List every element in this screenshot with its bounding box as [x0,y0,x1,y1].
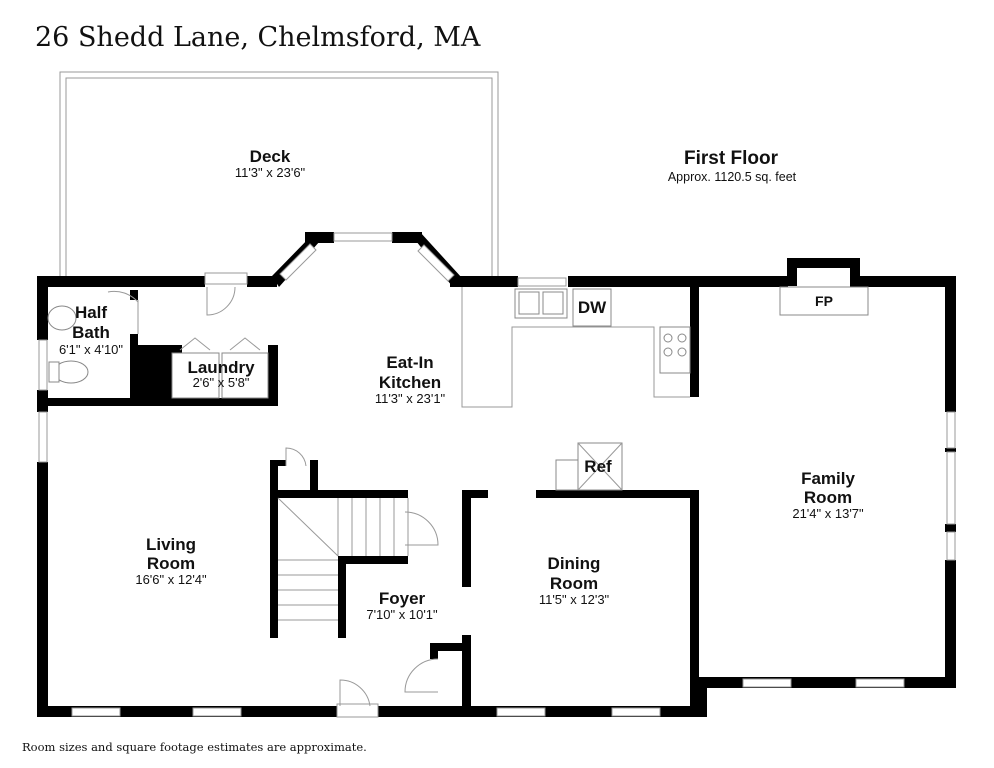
room-dining-name-2: Room [550,574,598,593]
dishwasher-label: DW [578,298,607,317]
room-kitchen-dims: 11'3" x 23'1" [375,391,446,406]
footer-note: Room sizes and square footage estimates … [22,740,367,754]
room-halfbath-name-1: Half [75,303,107,322]
fireplace: FP [779,286,869,316]
room-living-name-1: Living [146,535,196,554]
floor-name: First Floor [684,148,779,169]
svg-text:FP: FP [815,293,833,309]
room-laundry-name: Laundry [187,358,255,377]
room-dining-dims: 11'5" x 12'3" [539,592,610,607]
windows [38,232,956,717]
room-halfbath-name-2: Bath [72,323,110,342]
room-family-name-1: Family [801,469,855,488]
room-living-dims: 16'6" x 12'4" [135,572,207,587]
room-halfbath-dims: 6'1" x 4'10" [59,342,123,357]
bath-fixtures [47,305,89,384]
floor-area: Approx. 1120.5 sq. feet [668,170,797,184]
svg-text:Ref: Ref [584,457,612,476]
room-family-name-2: Room [804,488,852,507]
laundry-machines [171,337,269,399]
room-living-name-2: Room [147,554,195,573]
page-title: 26 Shedd Lane, Chelmsford, MA [35,22,481,53]
room-family-dims: 21'4" x 13'7" [792,506,864,521]
deck-outline [59,71,499,278]
room-kitchen-name-2: Kitchen [379,373,441,392]
room-kitchen-name-1: Eat-In [386,353,433,372]
room-dining-name-1: Dining [548,554,601,573]
room-foyer-name: Foyer [379,589,426,608]
staircase [277,497,409,621]
room-deck-dims: 11'3" x 23'6" [235,165,306,180]
room-deck-name: Deck [250,147,291,166]
room-foyer-dims: 7'10" x 10'1" [366,607,438,622]
room-laundry-dims: 2'6" x 5'8" [193,375,250,390]
refrigerator: Ref [555,442,623,491]
kitchen-counters: DW [461,277,691,408]
doors [107,272,439,718]
